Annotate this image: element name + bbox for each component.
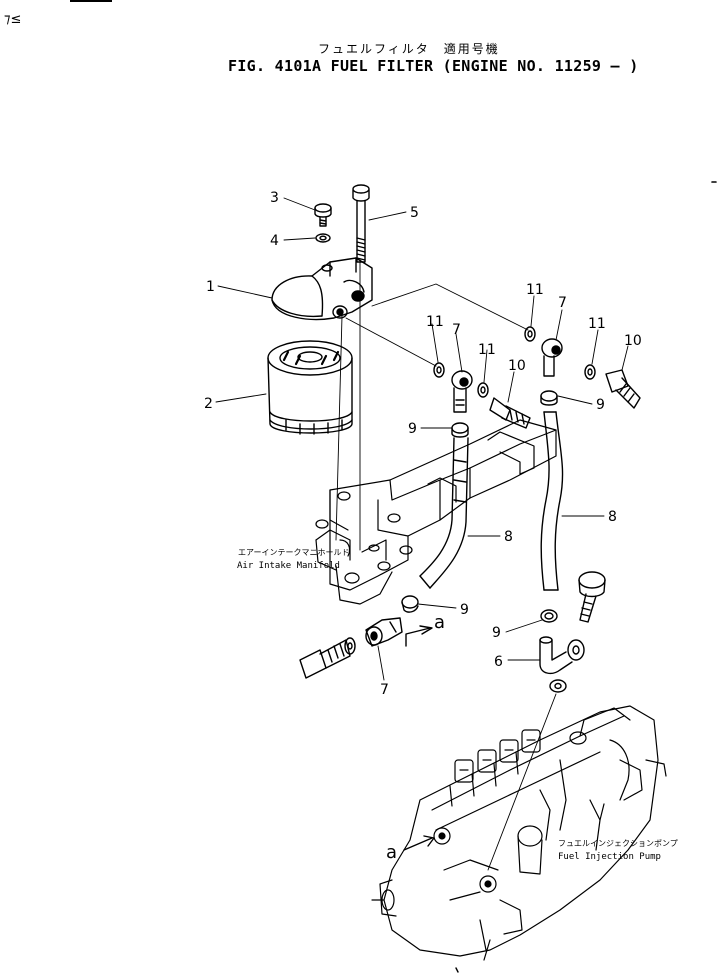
washer-lower-right (549, 679, 567, 693)
clamp-9-lower-left (401, 595, 419, 613)
callout-8-left: 8 (504, 529, 513, 545)
callout-7-right: 7 (558, 295, 567, 311)
fuel-injection-pump (371, 705, 667, 961)
bolt-lower-right (578, 571, 606, 623)
air-intake-manifold (315, 419, 557, 605)
leader-head-to-right-group (371, 283, 529, 331)
eye-bolt-10-center (489, 397, 531, 429)
pump-label-jp: フュエルインジェクションポンプ (558, 839, 678, 848)
figure-title: FIG. 4101A FUEL FILTER (ENGINE NO. 11259… (228, 57, 639, 75)
callout-9-lower-left: 9 (460, 602, 469, 618)
top-rule (70, 0, 112, 2)
washer-11-center-right (477, 382, 489, 398)
arrow-a-lower (403, 835, 435, 851)
bottom-mark (455, 967, 459, 973)
callout-9-center: 9 (408, 421, 417, 437)
clamp-9-center (451, 422, 469, 438)
washer-11-right-left (524, 326, 536, 342)
plug-bolt-3 (314, 203, 332, 227)
manifold-label-en: Air Intake Manifold (237, 561, 340, 571)
callout-6: 6 (494, 654, 503, 670)
eye-joint-7-lower (365, 617, 403, 647)
leader-head-to-washer (345, 317, 437, 367)
fuel-hose-8-left (419, 437, 469, 589)
callout-9-right: 9 (596, 397, 605, 413)
fuel-hose-8-right (540, 411, 564, 591)
callout-2: 2 (204, 396, 213, 412)
elbow-joint-6 (539, 636, 585, 675)
callout-7-center: 7 (452, 322, 461, 338)
filter-head (271, 257, 373, 321)
callout-a-lower: a (386, 842, 397, 863)
japanese-title: フュエルフィルタ 適用号機 (318, 42, 500, 56)
assembly-centerline-2 (335, 315, 343, 541)
callout-11-center-right: 11 (478, 342, 496, 358)
callout-7-lower: 7 (380, 682, 389, 698)
callout-11-right-right: 11 (588, 316, 606, 332)
callout-1: 1 (206, 279, 215, 295)
callout-5: 5 (410, 205, 419, 221)
manifold-label-jp: エアーインテークマニホールド (238, 548, 350, 557)
callout-10-center: 10 (508, 358, 526, 374)
washer-11-right-right (584, 364, 596, 380)
callout-a-upper: a (434, 612, 445, 633)
captions: エアーインテークマニホールド Air Intake Manifold フュエルイ… (237, 548, 678, 862)
eye-bolt-10-right (605, 369, 641, 409)
callout-9-lower-right: 9 (492, 625, 501, 641)
eye-joint-7-center (451, 370, 473, 413)
callout-11-right-left: 11 (526, 282, 544, 298)
corner-mark: ⁊≤ (4, 12, 22, 27)
callout-10-right: 10 (624, 333, 642, 349)
callout-leaders (215, 197, 629, 681)
leader-to-pump (487, 693, 557, 871)
washer-4 (315, 233, 331, 243)
callout-numbers: 1 2 3 4 5 6 7 7 7 8 8 9 9 9 9 10 10 11 1… (204, 190, 642, 863)
eye-joint-7-right (541, 338, 563, 377)
eye-bolt-lower-left (299, 639, 351, 679)
callout-3: 3 (270, 190, 279, 206)
callout-4: 4 (270, 233, 279, 249)
callout-11-center-left: 11 (426, 314, 444, 330)
clamp-9-lower-right (540, 609, 558, 623)
callout-8-right: 8 (608, 509, 617, 525)
washer-11-center-left (433, 362, 445, 378)
clamp-9-right (540, 390, 558, 406)
long-bolt-5 (352, 184, 370, 263)
pump-label-en: Fuel Injection Pump (558, 852, 661, 862)
arrow-a-upper (405, 625, 433, 647)
filter-cartridge (267, 340, 353, 435)
